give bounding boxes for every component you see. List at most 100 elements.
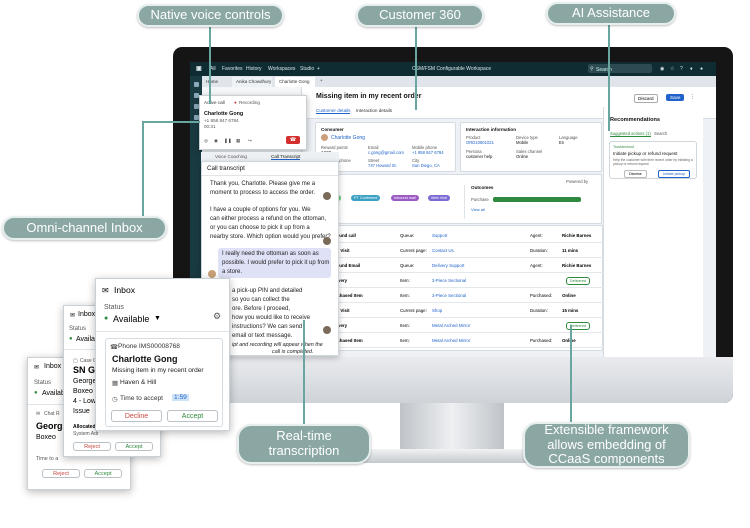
status-dot-icon: ●: [104, 315, 109, 322]
more-options-icon[interactable]: ⋮: [690, 94, 695, 100]
email-label: Email: [368, 145, 379, 150]
inbox-case-line2: Boxeo: [73, 388, 93, 395]
journey-card: Journey Powered by Shipped PT Confirmed …: [315, 174, 602, 224]
activity-detail-label: Item:: [400, 293, 410, 298]
recommendations-title: Recommendations: [610, 117, 661, 123]
dismiss-button[interactable]: Dismiss: [624, 170, 647, 178]
status-dot-icon: ●: [34, 390, 38, 396]
bell-icon[interactable]: ♦: [690, 66, 693, 72]
activity-detail-label: Item:: [400, 338, 410, 343]
email-value[interactable]: c.gong@gmail.com: [368, 150, 404, 155]
activity-right: 11 mins: [562, 248, 579, 253]
new-tab-icon[interactable]: +: [320, 78, 323, 83]
reject-button[interactable]: Reject: [73, 442, 111, 451]
star-icon[interactable]: ☆: [670, 66, 675, 72]
activity-detail[interactable]: Metal Arched Mirror: [432, 338, 471, 343]
activity-detail[interactable]: 3-Piece Sectional: [432, 278, 467, 283]
mute-icon[interactable]: ◎: [204, 138, 209, 143]
accept-button[interactable]: Accept: [84, 469, 122, 478]
activity-row[interactable]: DeliveryItem:Metal Arched MirrorDelivere…: [316, 318, 604, 333]
city-value[interactable]: San Diego, CA: [412, 163, 440, 168]
clock-icon: ◷: [112, 396, 118, 403]
nav-studio[interactable]: Studio: [300, 66, 315, 72]
outcomes-label: Outcomes: [471, 185, 494, 190]
inbox-case-line1: George: [73, 378, 97, 385]
activity-detail[interactable]: 3-Piece Sectional: [432, 293, 467, 298]
save-button[interactable]: Save: [666, 94, 685, 101]
gear-icon[interactable]: ⚙: [213, 311, 222, 321]
search-input[interactable]: Search ⚲: [588, 64, 652, 73]
recording-icon: ●: [234, 100, 237, 105]
activity-detail[interactable]: Contact Us: [432, 248, 454, 253]
inbox-card-phone: ✉ Inbox Status ● Available ▼ ⚙ ☎ Phone I…: [95, 278, 230, 431]
nav-all[interactable]: All: [210, 66, 216, 72]
globe-icon[interactable]: ◉: [660, 66, 665, 72]
mic-icon[interactable]: ◉: [214, 138, 219, 143]
tab-customer-details[interactable]: Customer details: [316, 108, 351, 114]
inbox-chat-name: Georg: [36, 421, 63, 431]
activity-detail[interactable]: Shop: [432, 308, 443, 313]
offer-timer-value: 1:59: [172, 394, 189, 401]
view-all-link[interactable]: View all: [471, 207, 485, 212]
inbox-chat-status[interactable]: Availab: [42, 390, 65, 397]
tab-charlotte[interactable]: Charlotte Gong: [275, 77, 315, 87]
journey-tag-web: Web Visit: [428, 195, 450, 201]
callout-ai-assistance: AI Assistance: [546, 2, 676, 25]
transfer-icon[interactable]: ↪: [248, 138, 252, 143]
tab-search[interactable]: Search: [654, 131, 668, 136]
inbox-status[interactable]: Available: [113, 314, 150, 324]
inbox-icon: ✉: [34, 365, 40, 371]
tab-home[interactable]: Home: [206, 79, 219, 84]
accept-button[interactable]: Accept: [167, 410, 218, 422]
reject-button[interactable]: Reject: [42, 469, 80, 478]
keypad-icon[interactable]: ▦: [236, 138, 241, 143]
accept-button[interactable]: Accept: [115, 442, 153, 451]
nav-favorites[interactable]: Favorites: [222, 66, 243, 72]
activity-detail-label: Current page:: [400, 248, 427, 253]
inbox-case-status[interactable]: Available: [76, 336, 105, 343]
activity-right-label: Duration:: [530, 248, 548, 253]
activity-detail-label: Queue:: [400, 263, 415, 268]
inbox-chat-sub: Boxeo: [36, 434, 56, 441]
connector-inbox-h: [142, 121, 200, 123]
initiate-pickup-button[interactable]: Initiate pickup: [658, 170, 690, 178]
tab-call-transcript[interactable]: Call Transcript: [271, 154, 301, 160]
decline-button[interactable]: Decline: [111, 410, 162, 422]
powered-by-label: Powered by: [566, 179, 589, 184]
nav-workspaces[interactable]: Workspaces: [268, 66, 296, 72]
consumer-name[interactable]: Charlotte Gong: [331, 135, 365, 141]
activity-right-label: Purchased:: [530, 338, 553, 343]
add-icon[interactable]: +: [317, 66, 320, 72]
tab-interaction-details[interactable]: Interaction details: [356, 108, 393, 113]
mobile-value[interactable]: +1 858 847 6784: [412, 150, 444, 155]
callout-extensible: Extensible framework allows embedding of…: [523, 422, 690, 468]
activity-detail[interactable]: Delivery Support: [432, 263, 465, 268]
activity-right-label: Agent:: [530, 263, 543, 268]
tab-anika[interactable]: Anika Chowdhury: [232, 77, 272, 87]
chat-icon: ✉: [36, 411, 41, 417]
help-icon[interactable]: ?: [680, 66, 683, 72]
chevron-down-icon[interactable]: ▼: [154, 315, 161, 322]
customer-avatar: [208, 270, 216, 278]
tab-suggested-actions[interactable]: Suggested actions (1): [610, 131, 651, 137]
pause-icon[interactable]: ❚❚: [224, 138, 232, 143]
discard-button[interactable]: Discard: [634, 94, 658, 103]
tab-voice-coaching[interactable]: Voice Coaching: [215, 154, 247, 159]
activity-detail[interactable]: Support: [432, 233, 448, 238]
end-call-button[interactable]: ☎: [286, 136, 300, 144]
avatar[interactable]: ●: [700, 66, 704, 72]
recording-label: Recording: [239, 100, 260, 105]
product-value[interactable]: ORD10801021: [466, 140, 494, 145]
activity-detail[interactable]: Metal Arched Mirror: [432, 323, 471, 328]
street-value[interactable]: 747 Howard St.: [368, 163, 397, 168]
nav-history[interactable]: History: [246, 66, 262, 72]
